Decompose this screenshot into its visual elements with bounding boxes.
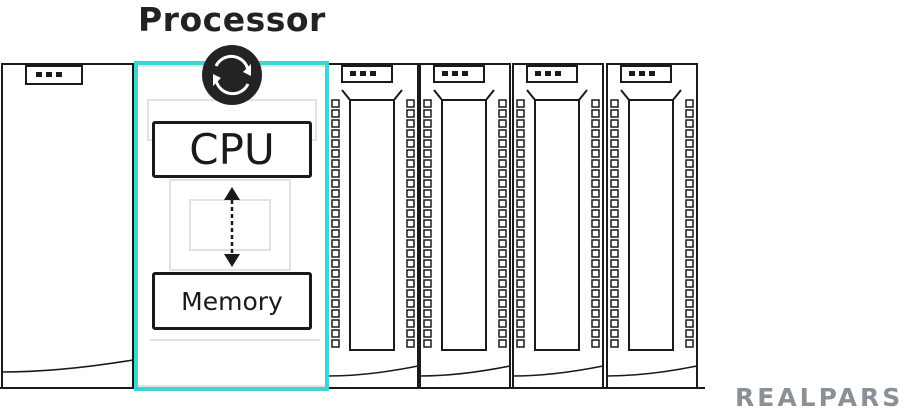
cpu-box: CPU [152, 121, 312, 178]
processor-title: Processor [138, 0, 368, 40]
io-module [328, 64, 418, 388]
cpu-module [136, 66, 326, 386]
cycle-icon [202, 45, 262, 105]
io-module [420, 64, 510, 388]
memory-box: Memory [152, 272, 312, 330]
io-module [513, 64, 603, 388]
io-module [607, 64, 697, 388]
power-supply-module [2, 64, 133, 388]
bidirectional-arrow-icon [224, 187, 240, 267]
realpars-logo: REALPARS [735, 384, 905, 412]
